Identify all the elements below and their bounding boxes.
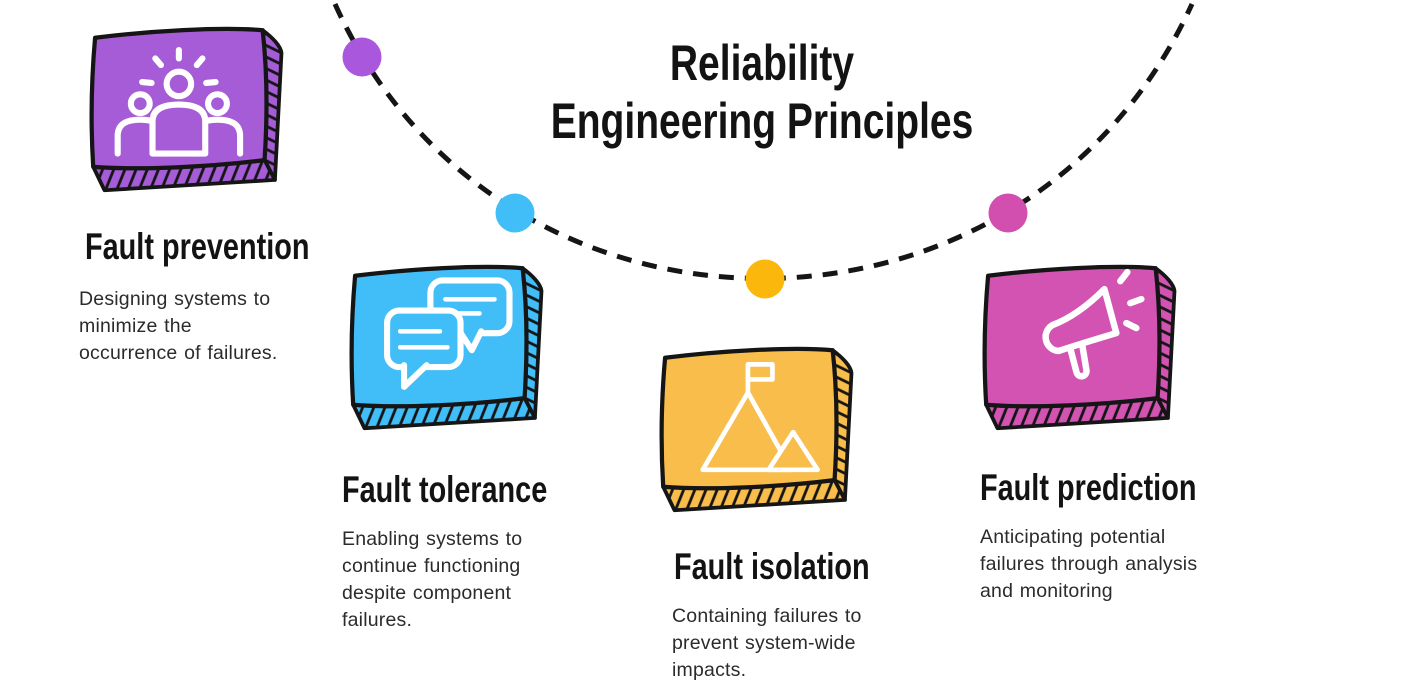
page-title: Reliability Engineering Principles xyxy=(491,34,1033,150)
card-title: Fault prevention xyxy=(85,226,310,267)
page-title-line1: Reliability xyxy=(669,35,855,91)
doodle-frame xyxy=(982,264,1177,431)
chat-bubbles-icon xyxy=(384,277,513,390)
team-icon xyxy=(114,46,244,157)
page-title-line2: Engineering Principles xyxy=(550,93,974,149)
card-fault-prevention: Fault prevention Designing systems to mi… xyxy=(79,18,309,364)
megaphone-icon xyxy=(1042,268,1145,380)
card-title: Fault isolation xyxy=(674,546,870,587)
card-fault-prediction: Fault prediction Anticipating potential … xyxy=(972,256,1200,602)
card-fault-tolerance: Fault tolerance Enabling systems to cont… xyxy=(340,256,566,631)
card-description: Enabling systems to continue functioning… xyxy=(342,528,523,631)
timeline-dot-fault-prevention xyxy=(342,37,382,77)
doodle-frame xyxy=(349,264,544,431)
card-description: Containing failures to prevent system-wi… xyxy=(672,605,862,681)
mountain-flag-icon xyxy=(700,362,820,473)
doodle-frame xyxy=(659,346,854,513)
timeline-dot-fault-tolerance xyxy=(495,193,535,233)
timeline-dot-fault-isolation xyxy=(745,259,785,299)
timeline-dot-fault-prediction xyxy=(988,193,1028,233)
doodle-frame xyxy=(89,26,284,193)
card-fault-isolation: Fault isolation Containing failures to p… xyxy=(650,338,876,681)
card-description: Anticipating potential failures through … xyxy=(980,526,1198,602)
card-description: Designing systems to minimize the occurr… xyxy=(79,288,278,364)
card-title: Fault prediction xyxy=(980,467,1197,508)
card-title: Fault tolerance xyxy=(342,469,548,510)
